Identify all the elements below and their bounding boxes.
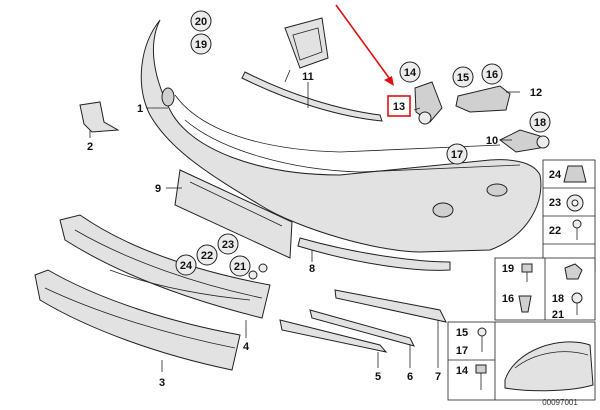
callout-6: 6	[407, 371, 413, 383]
legend-18: 18	[552, 293, 564, 305]
sensor-13	[414, 81, 443, 125]
callout-8: 8	[309, 263, 315, 275]
strip-8	[297, 237, 451, 271]
callout-21: 21	[234, 261, 246, 273]
strip-5	[279, 319, 388, 353]
legend-19: 19	[502, 263, 514, 275]
strip-7	[334, 289, 447, 323]
bumper-cover	[140, 19, 542, 253]
callout-11: 11	[302, 71, 314, 83]
callout-17: 17	[451, 149, 463, 161]
strip-6	[309, 309, 415, 347]
trim-strip-11	[241, 71, 383, 122]
bracket-12	[455, 85, 511, 113]
legend-14: 14	[456, 365, 469, 377]
legend-21: 21	[552, 309, 564, 321]
lamp-10	[499, 129, 550, 153]
callout-16: 16	[486, 69, 498, 81]
clip-detail	[284, 17, 329, 83]
callout-5: 5	[375, 371, 381, 383]
catalog-number: 00097001	[542, 398, 578, 407]
callout-14: 14	[404, 67, 417, 79]
plate-bracket-9	[174, 169, 293, 259]
callout-labels: 20 19 11 1 2 14 13 15 16 12 10 18 17 9 2…	[87, 10, 551, 389]
callout-19: 19	[195, 39, 207, 51]
callout-12: 12	[530, 87, 542, 99]
legend-16: 16	[502, 293, 514, 305]
bracket-2	[79, 101, 120, 133]
callout-22: 22	[201, 250, 213, 262]
legend-17: 17	[456, 345, 468, 357]
callout-4: 4	[243, 341, 250, 353]
highlight-arrow	[335, 4, 394, 86]
callout-23: 23	[222, 239, 234, 251]
legend-23: 23	[549, 197, 561, 209]
leader-lines	[89, 82, 520, 372]
callout-1: 1	[137, 103, 143, 115]
callout-9: 9	[155, 183, 161, 195]
legend-24: 24	[549, 169, 562, 181]
highlight-box	[387, 95, 411, 117]
callout-20: 20	[195, 16, 207, 28]
callout-13: 13	[393, 101, 405, 113]
callout-10: 10	[486, 135, 498, 147]
callout-18: 18	[534, 117, 546, 129]
legend-22: 22	[549, 225, 561, 237]
legend-panel	[447, 159, 596, 401]
callout-24: 24	[180, 260, 193, 272]
grille-4	[59, 214, 271, 319]
legend-labels: 24 23 22 19 16 18 21 15 17 14	[456, 169, 564, 377]
reinforcement-3	[34, 269, 241, 371]
legend-15: 15	[456, 327, 468, 339]
callout-3: 3	[159, 377, 165, 389]
callout-2: 2	[87, 141, 93, 153]
fastener-cluster	[248, 263, 268, 280]
callout-7: 7	[435, 371, 441, 383]
callout-15: 15	[457, 72, 469, 84]
